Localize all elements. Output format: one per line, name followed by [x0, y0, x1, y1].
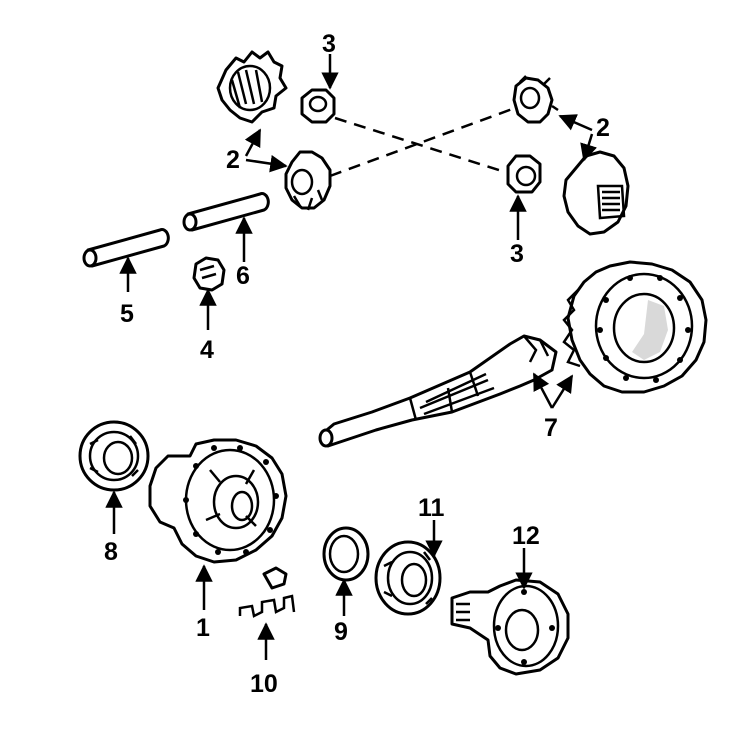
- callout-1: 1: [196, 614, 210, 642]
- callout-2-left: 2: [226, 146, 240, 174]
- ring-gear-and-pinion[interactable]: [318, 260, 708, 448]
- leader-lines: [105, 54, 597, 660]
- callout-11: 11: [418, 494, 445, 522]
- retaining-clip[interactable]: [238, 594, 296, 618]
- callout-8: 8: [104, 538, 118, 566]
- callout-4: 4: [200, 336, 214, 364]
- output-flange[interactable]: [450, 578, 570, 676]
- side-gear-right[interactable]: [562, 150, 630, 236]
- thrust-washer-top[interactable]: [300, 88, 336, 124]
- callout-9: 9: [334, 618, 348, 646]
- cross-shaft-left[interactable]: [82, 228, 170, 268]
- differential-case[interactable]: [148, 438, 288, 564]
- callout-10: 10: [250, 670, 278, 698]
- callout-6: 6: [236, 262, 250, 290]
- pinion-gear-right[interactable]: [512, 75, 559, 124]
- thrust-washer-right[interactable]: [506, 154, 542, 194]
- callout-12: 12: [512, 522, 540, 550]
- callout-3-right: 3: [510, 240, 524, 268]
- callout-3-top: 3: [322, 30, 336, 58]
- callout-5: 5: [120, 300, 134, 328]
- bearing-left[interactable]: [78, 420, 150, 492]
- callout-7: 7: [544, 414, 558, 442]
- alignment-lines: [329, 106, 516, 178]
- bearing-right[interactable]: [374, 540, 442, 616]
- case-bolt[interactable]: [262, 566, 288, 590]
- cross-shaft-right[interactable]: [182, 192, 270, 232]
- callout-labels: 3 2 2 3 5 6 4 7 8 1 9 11 12 10: [104, 30, 610, 698]
- pinion-gear-left[interactable]: [284, 150, 332, 211]
- seal-ring[interactable]: [322, 526, 370, 582]
- callout-2-right: 2: [596, 114, 610, 142]
- side-gear-upper-left[interactable]: [216, 50, 288, 124]
- bushing[interactable]: [192, 256, 226, 292]
